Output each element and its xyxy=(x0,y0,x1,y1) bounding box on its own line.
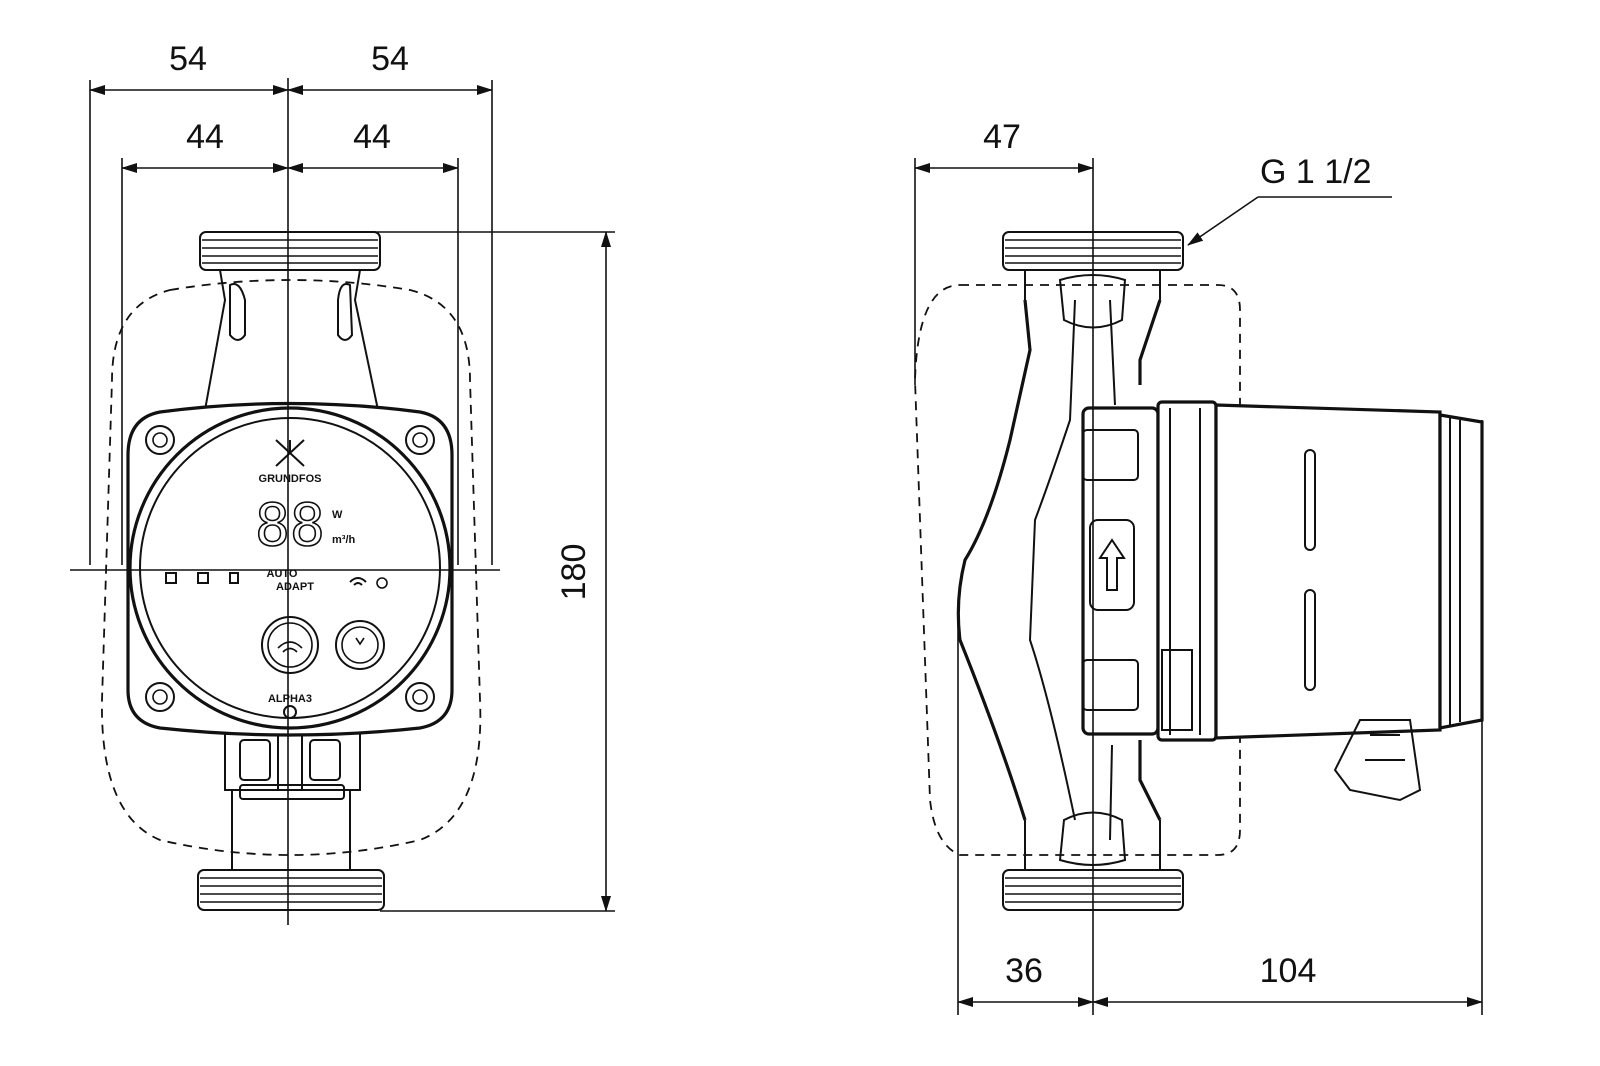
display-digits: 88 xyxy=(255,491,325,559)
thread-label: G 1 1/2 xyxy=(1260,153,1372,191)
setting-button[interactable] xyxy=(335,620,385,670)
side-pump-body xyxy=(956,299,1162,821)
dim-outer-right-label: 54 xyxy=(371,40,409,78)
dim-outer-width: 54 54 xyxy=(89,40,493,565)
mode-line-1: AUTO xyxy=(267,568,298,580)
power-icon xyxy=(376,577,388,589)
front-top-connection xyxy=(199,231,381,411)
dim-side-top: 47 xyxy=(914,118,1094,385)
unit-power: W xyxy=(332,509,343,521)
dim-outer-left-label: 54 xyxy=(169,40,207,78)
dim-inner-width: 44 44 xyxy=(121,118,459,565)
dim-inner-right-label: 44 xyxy=(353,118,391,156)
thread-callout: G 1 1/2 xyxy=(1187,153,1392,246)
side-view: 47 G 1 1/2 36 104 xyxy=(914,118,1484,1015)
dim-side-top-label: 47 xyxy=(983,118,1021,156)
front-bottom-connection xyxy=(197,725,385,911)
dim-height-label: 180 xyxy=(555,544,593,601)
mode-icon-floor xyxy=(197,572,209,584)
dim-side-bottom-left-label: 36 xyxy=(1005,952,1043,990)
grundfos-logo-icon xyxy=(275,439,305,467)
chevron-down-icon xyxy=(355,637,365,646)
front-view: 54 54 44 44 180 xyxy=(70,40,615,925)
dim-inner-left-label: 44 xyxy=(186,118,224,156)
side-motor-housing xyxy=(1081,400,1484,802)
wireless-icon xyxy=(277,641,303,653)
model-label: ALPHA3 xyxy=(268,693,312,705)
front-control-panel: GRUNDFOS 88 W m³/h AUTO ADAPT ALPHA3 xyxy=(165,439,388,719)
dim-side-bottom-right-label: 104 xyxy=(1260,952,1317,990)
mode-icon-radiator xyxy=(165,572,177,584)
mode-line-2: ADAPT xyxy=(276,581,314,593)
unit-flow: m³/h xyxy=(332,534,356,546)
wireless-button[interactable] xyxy=(261,616,319,674)
brand-label: GRUNDFOS xyxy=(259,473,322,485)
wifi-icon xyxy=(349,577,367,586)
flow-direction-arrow-icon xyxy=(1089,519,1135,611)
mode-icon-water xyxy=(229,572,239,584)
